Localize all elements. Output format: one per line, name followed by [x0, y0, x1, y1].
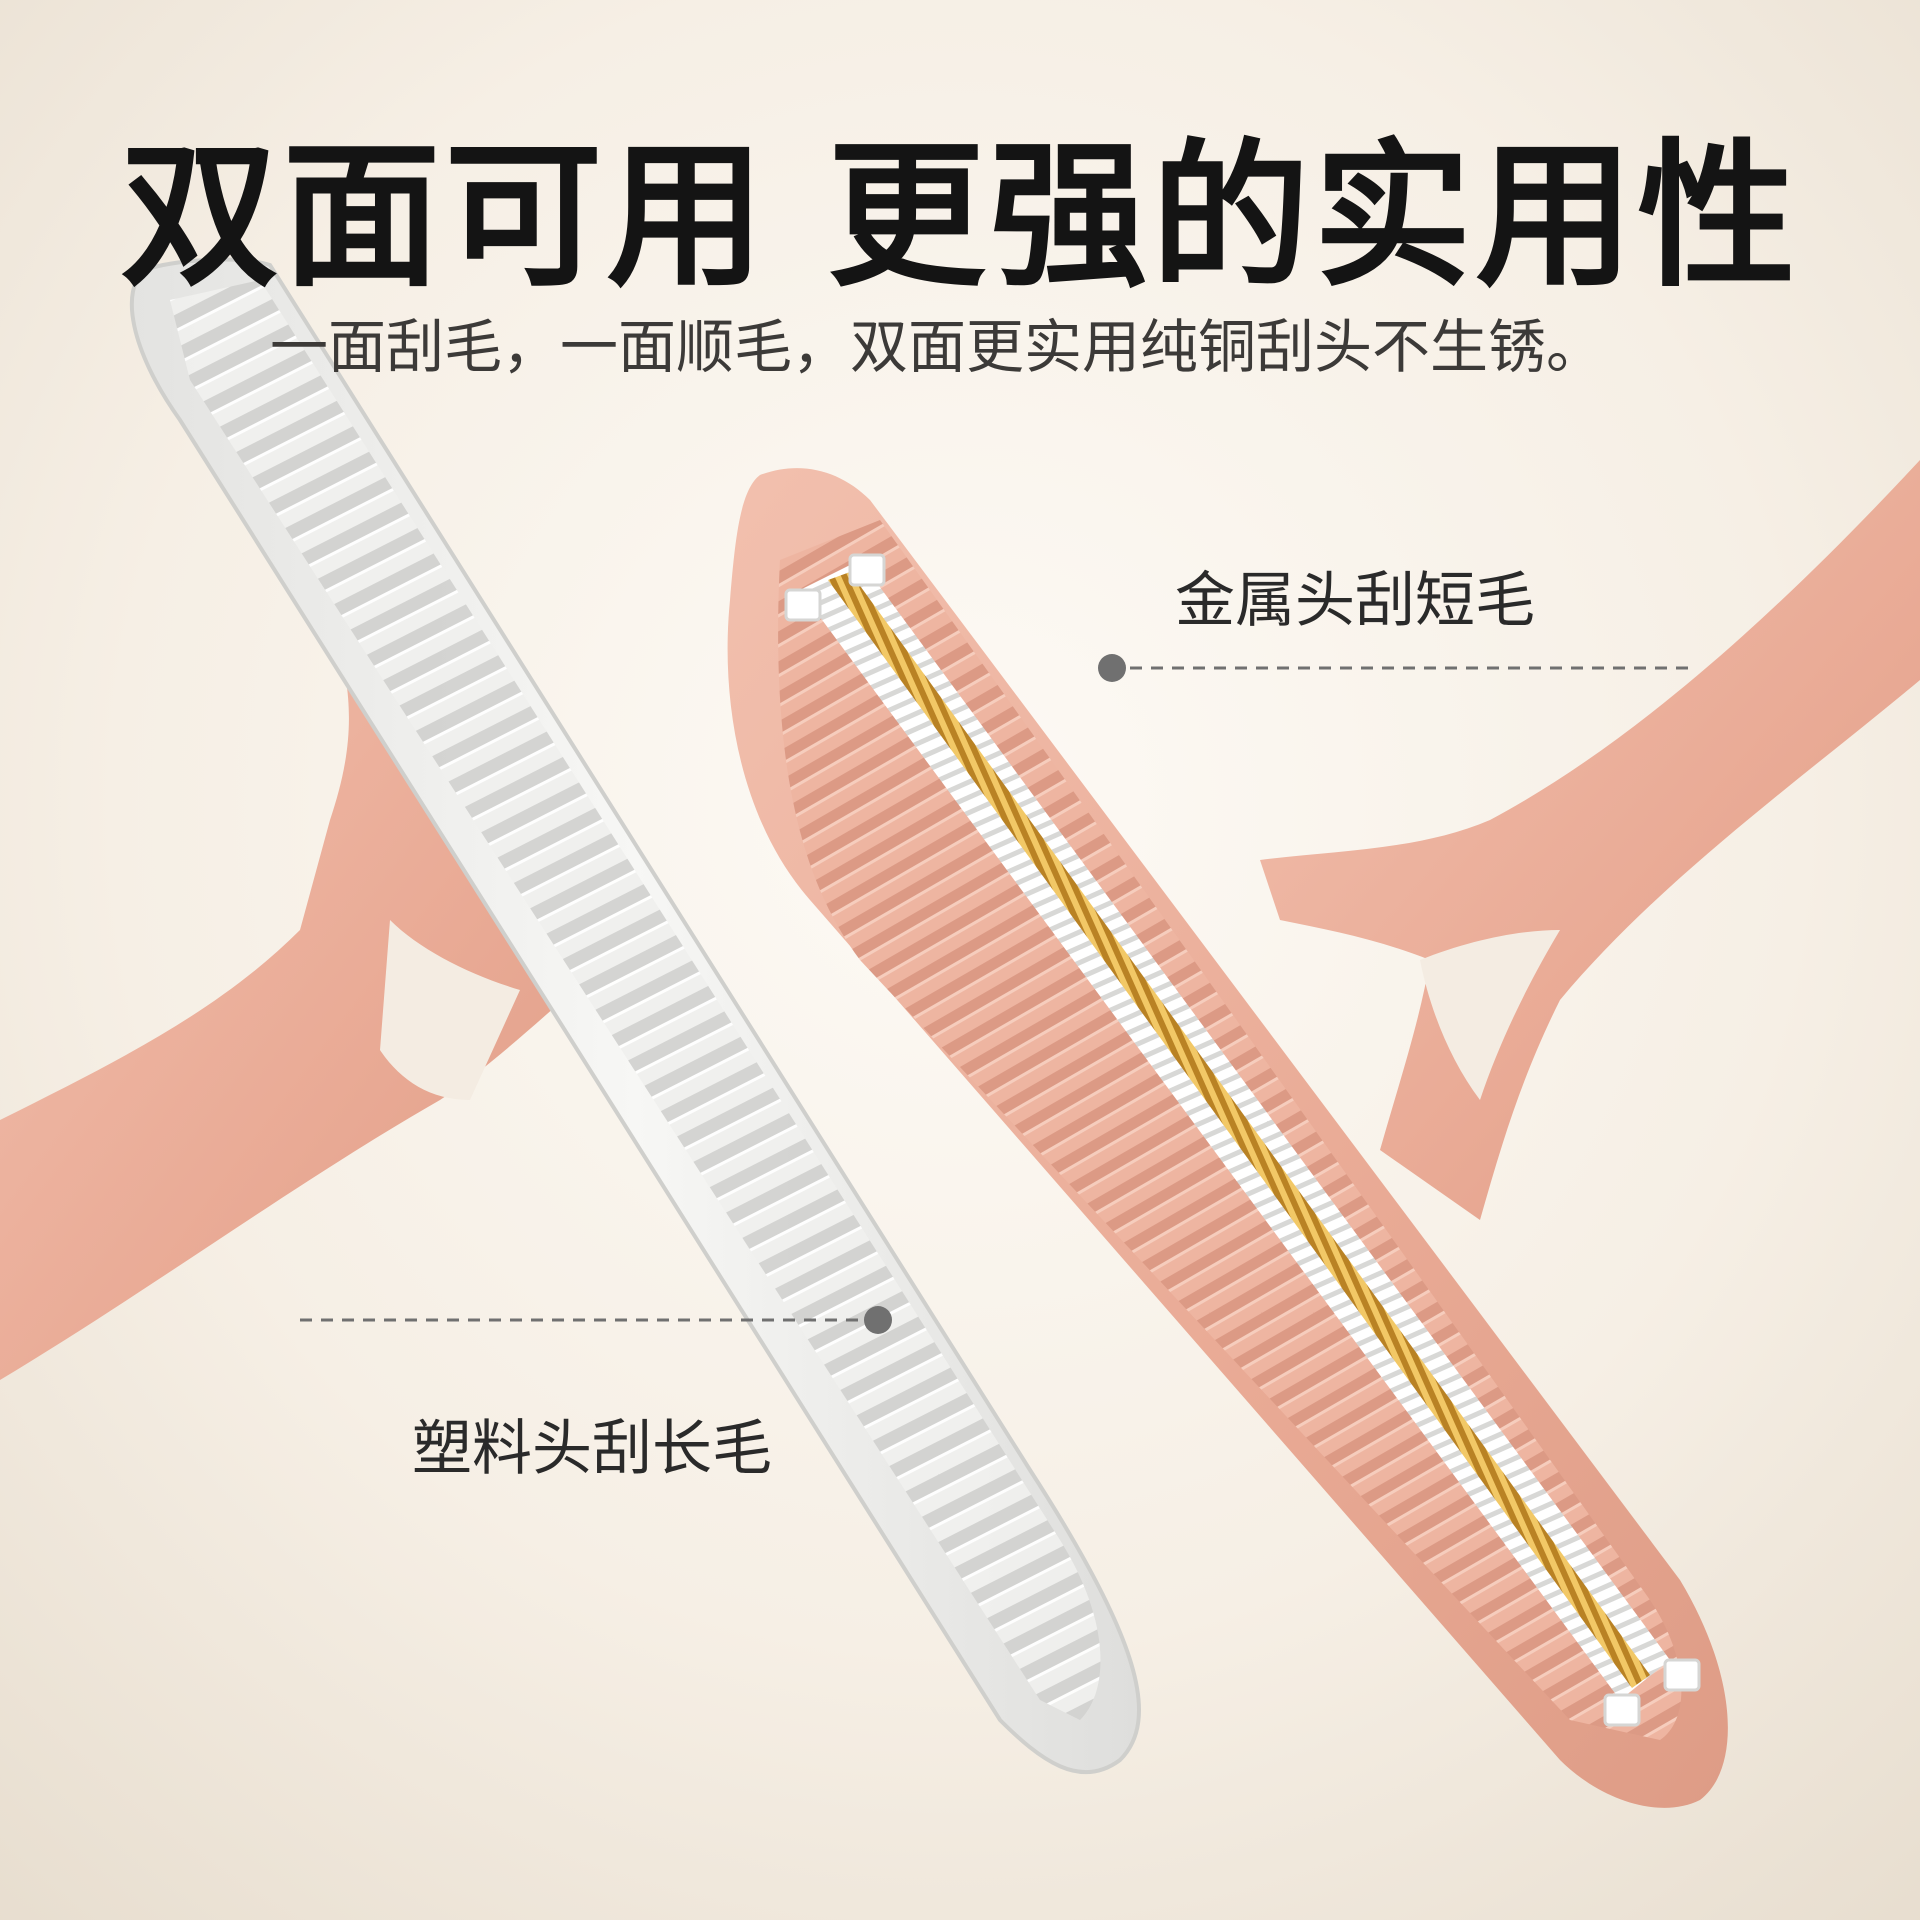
- end-cap: [848, 553, 886, 587]
- plastic-head-label: 塑料头刮长毛: [412, 1414, 772, 1484]
- metal-head-label: 金属头刮短毛: [1175, 566, 1535, 636]
- copper-strip: [828, 572, 1650, 1688]
- callout-line-plastic: [300, 1306, 892, 1334]
- plastic-brush-head: [129, 257, 1141, 1775]
- end-cap: [1663, 1658, 1701, 1692]
- handle-hole: [380, 920, 520, 1100]
- callout-line-metal: [1098, 654, 1690, 682]
- right-brush-handle: [1260, 460, 1920, 1220]
- end-cap: [784, 588, 822, 622]
- headline: 双面可用 更强的实用性: [120, 125, 1800, 309]
- subheadline: 一面刮毛，一面顺毛，双面更实用纯铜刮头不生锈。: [270, 313, 1605, 381]
- handle-hole: [1420, 930, 1560, 1100]
- metal-brush-head: [727, 468, 1728, 1808]
- end-cap: [1603, 1693, 1641, 1727]
- left-brush-handle: [0, 560, 610, 1380]
